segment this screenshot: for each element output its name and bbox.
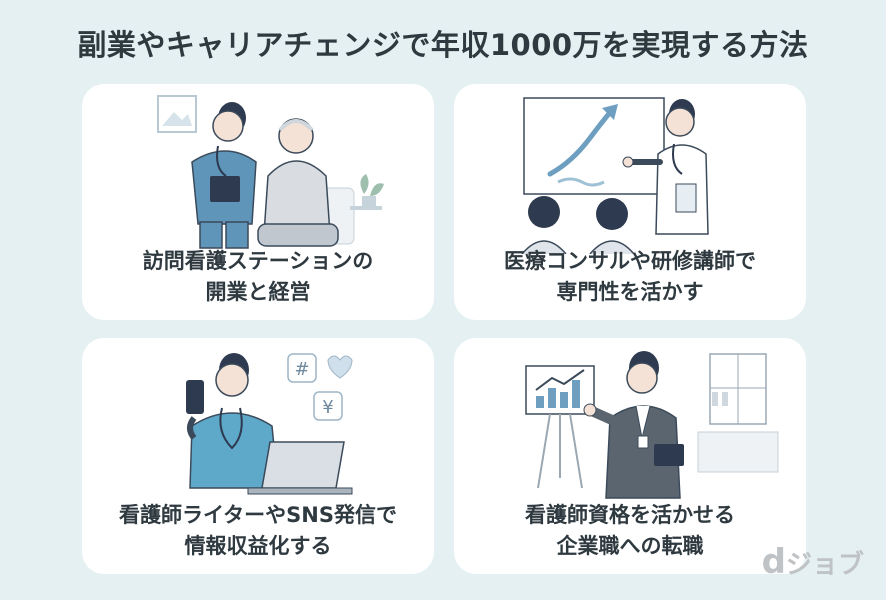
stethoscope-icon (672, 143, 683, 175)
whiteboard-icon (523, 97, 665, 195)
card-corporate-job: 看護師資格を活かせる 企業職への転職 (454, 338, 806, 574)
heart-icon (327, 355, 353, 379)
yen-icon (313, 391, 343, 421)
card-writer-sns: # ¥ 看護師ライターやSNS発信で 情報収益化する (82, 338, 434, 574)
corporate-nurse-illustration (525, 351, 779, 499)
smartphone-icon (186, 380, 204, 414)
hashtag-icon (287, 353, 317, 383)
tablet-icon (654, 444, 684, 466)
upward-arrow-icon (547, 107, 615, 177)
svg-text:¥: ¥ (322, 397, 333, 418)
card-caption: 看護師ライターやSNS発信で 情報収益化する (119, 503, 397, 558)
clipboard-icon (210, 176, 240, 202)
nurse-with-elderly-patient-illustration (157, 95, 384, 249)
card-caption: 訪問看護ステーションの 開業と経営 (142, 249, 374, 304)
card-caption: 医療コンサルや研修講師で 専門性を活かす (504, 249, 756, 304)
picture-frame-icon (157, 95, 197, 133)
card-home-nursing-station: 訪問看護ステーションの 開業と経営 (82, 84, 434, 320)
card-consultant-trainer: 医療コンサルや研修講師で 専門性を活かす (454, 84, 806, 320)
svg-text:#: # (294, 359, 309, 380)
card-caption: 看護師資格を活かせる 企業職への転職 (525, 503, 735, 558)
page-title: 副業やキャリアチェンジで年収1000万を実現する方法 (77, 28, 809, 62)
id-badge-icon (637, 435, 649, 449)
laptop-icon (261, 441, 345, 489)
nurse-writer-sns-illustration: # ¥ (186, 353, 353, 495)
stethoscope-icon (216, 145, 227, 177)
brand-logo: dジョブ (761, 542, 864, 582)
stethoscope-icon (219, 407, 243, 450)
nurse-lecturer-illustration (521, 97, 709, 254)
